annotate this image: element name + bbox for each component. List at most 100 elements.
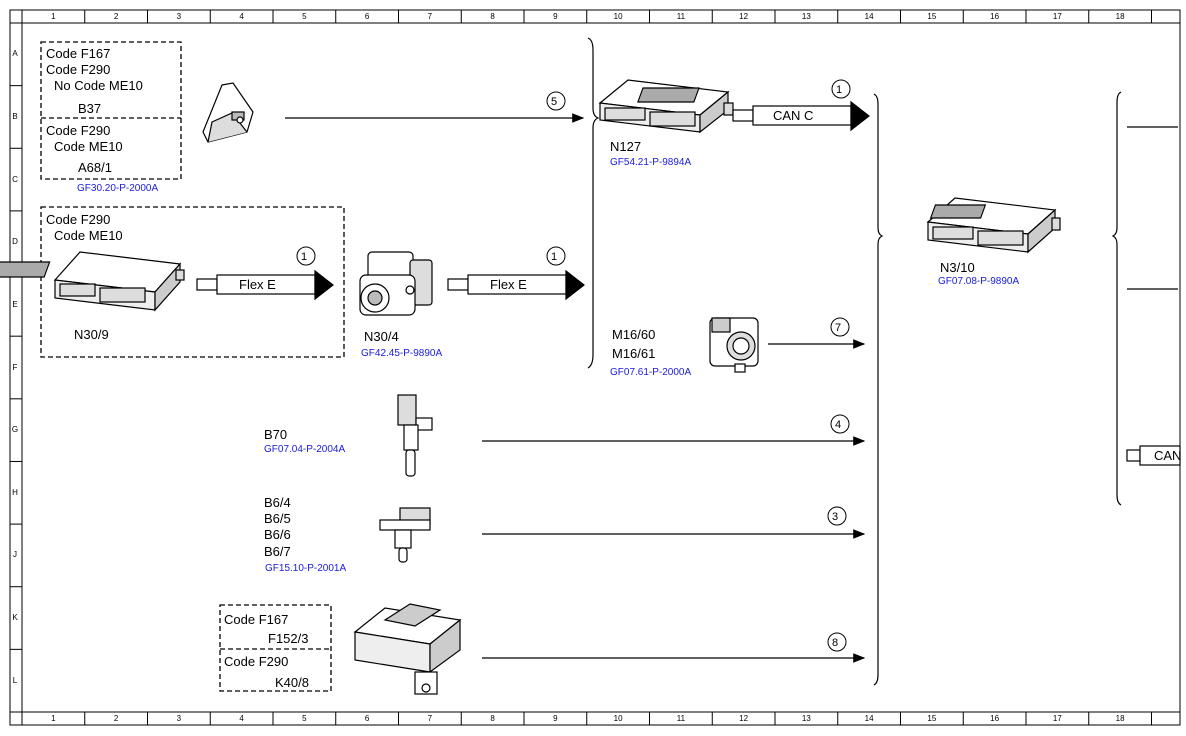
grid-column-label: 11 [676,12,686,21]
grid-column-label: 12 [739,12,749,21]
grid-row-label: J [13,550,17,560]
can-bus-label: CAN [1154,448,1182,463]
grid-row-label: F [12,362,18,372]
grid-row-label: D [12,237,18,247]
flex-e-bus-label: Flex E [490,277,527,292]
grid-column-label: 5 [302,12,307,21]
component-id-m16-60: M16/60 [612,327,656,342]
grid-column-label: 9 [553,714,558,723]
code-label: Code F290 [224,654,289,669]
reference-link[interactable]: GF07.08-P-9890A [938,276,1020,287]
grid-column-label: 4 [239,12,244,21]
grid-column-label: 16 [990,12,1000,21]
signal-7-label: 7 [835,322,842,334]
grid-column-label: 2 [113,714,119,723]
reference-link[interactable]: GF54.21-P-9894A [610,157,692,168]
grid-column-label: 5 [302,714,307,723]
component-id-k40-8: K40/8 [275,675,309,690]
grid-column-label: 12 [739,714,749,723]
grid-column-label: 17 [1052,12,1062,21]
reference-link[interactable]: GF42.45-P-9890A [361,348,443,359]
grid-column-label: 18 [1115,714,1125,723]
grid-column-label: 10 [613,12,623,21]
grid-column-label: 10 [613,714,623,723]
crankshaft-sensor-icon [397,394,433,477]
grid-column-label: 14 [864,714,874,723]
component-id-b6-4: B6/4 [264,495,291,510]
bracket-right [1111,91,1122,506]
grid-column-label: 1 [51,12,56,21]
accelerator-pedal-icon [202,82,254,143]
throttle-actuator-icon [709,317,759,373]
flex-e-bus-label: Flex E [239,277,276,292]
grid-row-label: C [12,174,18,184]
grid-column-label: 16 [990,714,1000,723]
code-label: No Code ME10 [54,78,143,93]
grid-column-label: 17 [1052,714,1062,723]
grid-row-label: L [12,675,18,685]
reference-link[interactable]: GF07.04-P-2004A [264,444,346,455]
bracket-left [587,37,600,369]
grid-column-label: 18 [1115,12,1125,21]
code-label: Code F167 [46,46,111,61]
grid-column-label: 14 [864,12,874,21]
component-id-b70: B70 [264,427,288,442]
grid-column-label: 6 [364,714,370,723]
reference-link[interactable]: GF30.20-P-2000A [77,183,159,194]
can-c-bus-label: CAN C [773,108,814,123]
control-unit-n3-10-icon [926,197,1061,254]
component-id-b6-5: B6/5 [264,511,291,526]
grid-column-label: 15 [927,714,937,723]
code-label: Code F290 [46,212,111,227]
grid-column-label: 3 [176,12,182,21]
component-id-b6-6: B6/6 [264,527,291,542]
grid-column-label: 7 [427,12,433,21]
component-id-n30-4: N30/4 [364,329,399,344]
grid-row-label: G [11,425,19,435]
reference-link[interactable]: GF07.61-P-2000A [610,367,692,378]
fuse-relay-box-icon [353,603,462,695]
component-id-n3-10: N3/10 [940,260,975,275]
grid-column-label: 13 [801,12,811,21]
grid-row-label: E [12,299,18,309]
grid-column-label: 1 [51,714,56,723]
bus-connectors [196,100,1181,466]
grid-row-label: H [12,487,18,497]
grid-frame [9,9,1181,726]
grid-row-label: B [12,111,18,121]
signal-4-label: 4 [835,419,842,431]
grid-column-label: 13 [801,714,811,723]
abs-unit-n30-4-icon [359,251,433,316]
code-label: Code F290 [46,62,111,77]
component-id-b37: B37 [78,101,102,116]
grid-column-label: 8 [490,12,495,21]
grid-column-label: 4 [239,714,244,723]
grid-column-label: 3 [176,714,182,723]
dashed-boxes [40,41,345,692]
signal-1-label: 1 [551,251,558,263]
grid-column-label: 15 [927,12,937,21]
control-unit-n30-9-icon [0,251,185,312]
grid-column-label: 9 [553,12,558,21]
code-label: Code F290 [46,123,111,138]
component-id-n30-9: N30/9 [74,327,109,342]
grid-column-label: 11 [676,714,686,723]
component-id-n127: N127 [610,139,642,154]
grid-column-label: 8 [490,714,495,723]
grid-row-label: A [12,49,18,59]
grid-column-label: 6 [364,12,370,21]
code-label: Code ME10 [54,139,123,154]
camshaft-sensor-icon [379,507,431,563]
signal-8-label: 8 [832,637,839,649]
signal-5-label: 5 [551,96,558,108]
grid-column-label: 2 [113,12,119,21]
code-label: Code F167 [224,612,289,627]
component-id-f152-3: F152/3 [268,631,309,646]
signal-lines [285,113,1178,663]
grid-row-label: K [12,613,18,623]
reference-link[interactable]: GF15.10-P-2001A [265,563,347,574]
signal-1-label: 1 [301,251,308,263]
grid-column-label: 7 [427,714,433,723]
control-unit-n127-icon [598,79,734,134]
